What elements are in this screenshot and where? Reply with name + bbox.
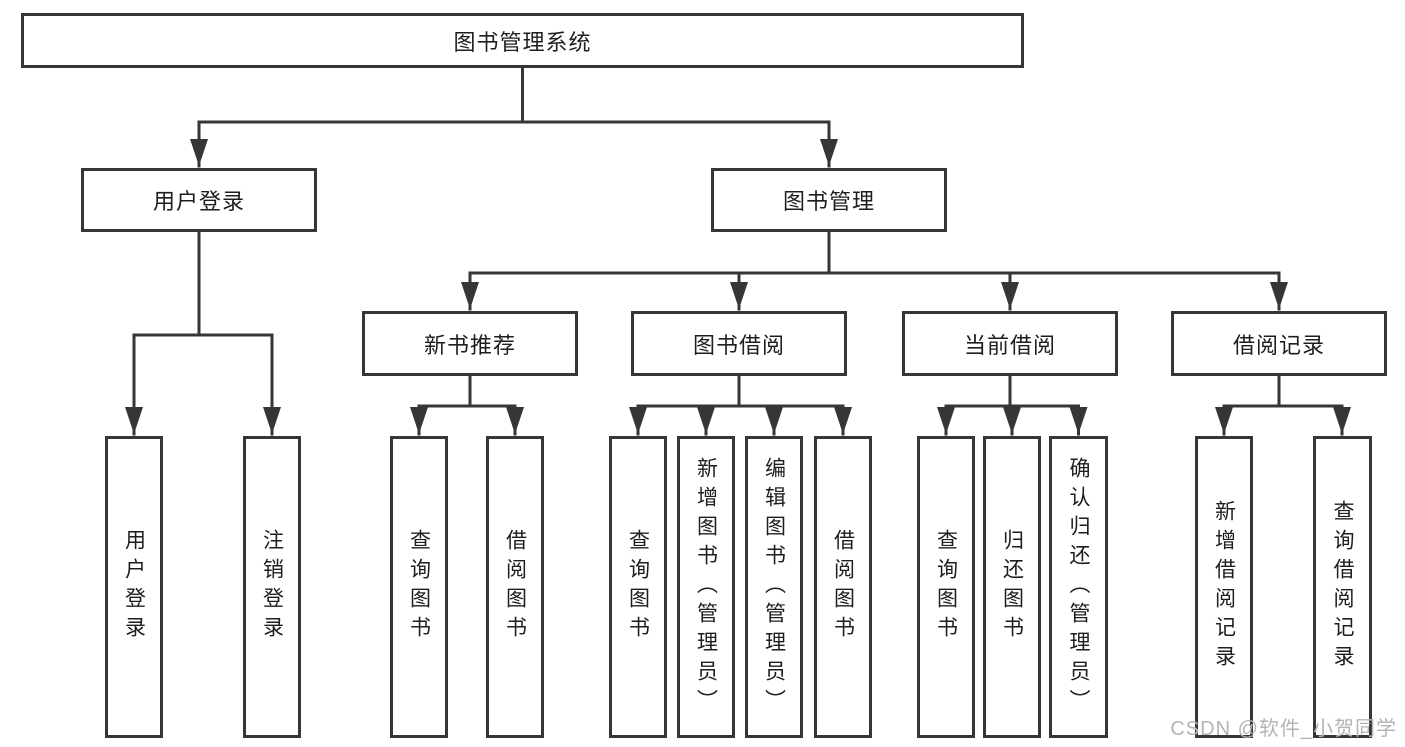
node-root: 图书管理系统 [21,13,1024,68]
connector-user-login-to-leaves [125,230,281,436]
node-current-borrowing: 当前借阅 [902,311,1118,376]
node-label: 当前借阅 [963,332,1056,358]
leaf-add-books-admin: 新增图书（管理员） [677,436,735,738]
node-label: 新增图书（管理员） [694,456,718,718]
node-label: 确认归还（管理员） [1067,456,1090,718]
node-book-management: 图书管理 [711,168,947,232]
node-borrowing-records: 借阅记录 [1171,311,1387,376]
leaf-borrow-books: 借阅图书 [814,436,872,738]
leaf-query-borrow-record: 查询借阅记录 [1313,436,1372,738]
leaf-return-books: 归还图书 [983,436,1041,738]
node-label: 借阅图书 [503,529,527,645]
connector-book-management-to-level3 [461,230,1288,311]
node-label: 新增借阅记录 [1212,500,1236,674]
node-label: 编辑图书（管理员） [762,456,786,718]
leaf-edit-books-admin: 编辑图书（管理员） [745,436,803,738]
node-user-login: 用户登录 [81,168,317,232]
leaf-query-books-current: 查询图书 [917,436,975,738]
leaf-logout: 注销登录 [243,436,301,738]
node-label: 查询图书 [934,529,958,645]
connector-book-borrow-group [629,374,852,436]
connector-current-borrow-group [937,374,1088,436]
node-book-borrowing: 图书借阅 [631,311,847,376]
connector-root-to-level2 [190,66,838,168]
leaf-borrow-books-recommend: 借阅图书 [486,436,544,738]
connector-borrow-records-group [1215,374,1351,436]
leaf-query-books-recommend: 查询图书 [390,436,448,738]
node-label: 图书借阅 [692,332,785,358]
node-label: 借阅记录 [1232,332,1325,358]
node-label: 查询借阅记录 [1331,500,1354,674]
node-label: 查询图书 [626,529,650,645]
connector-new-book-group [410,374,524,436]
csdn-watermark: CSDN @软件_小贺同学 [1170,718,1397,740]
node-label: 用户登录 [152,189,245,214]
node-label: 图书管理系统 [453,29,592,55]
leaf-confirm-return-admin: 确认归还（管理员） [1049,436,1108,738]
node-new-book-recommendation: 新书推荐 [362,311,578,376]
node-label: 图书管理 [782,189,875,214]
node-label: 用户登录 [122,529,146,645]
leaf-add-borrow-record: 新增借阅记录 [1195,436,1253,738]
node-label: 归还图书 [1000,529,1024,645]
leaf-user-login: 用户登录 [105,436,163,738]
leaf-query-books-borrow: 查询图书 [609,436,667,738]
node-label: 查询图书 [407,529,431,645]
node-label: 新书推荐 [423,332,516,358]
node-label: 借阅图书 [831,529,855,645]
node-label: 注销登录 [260,529,284,645]
